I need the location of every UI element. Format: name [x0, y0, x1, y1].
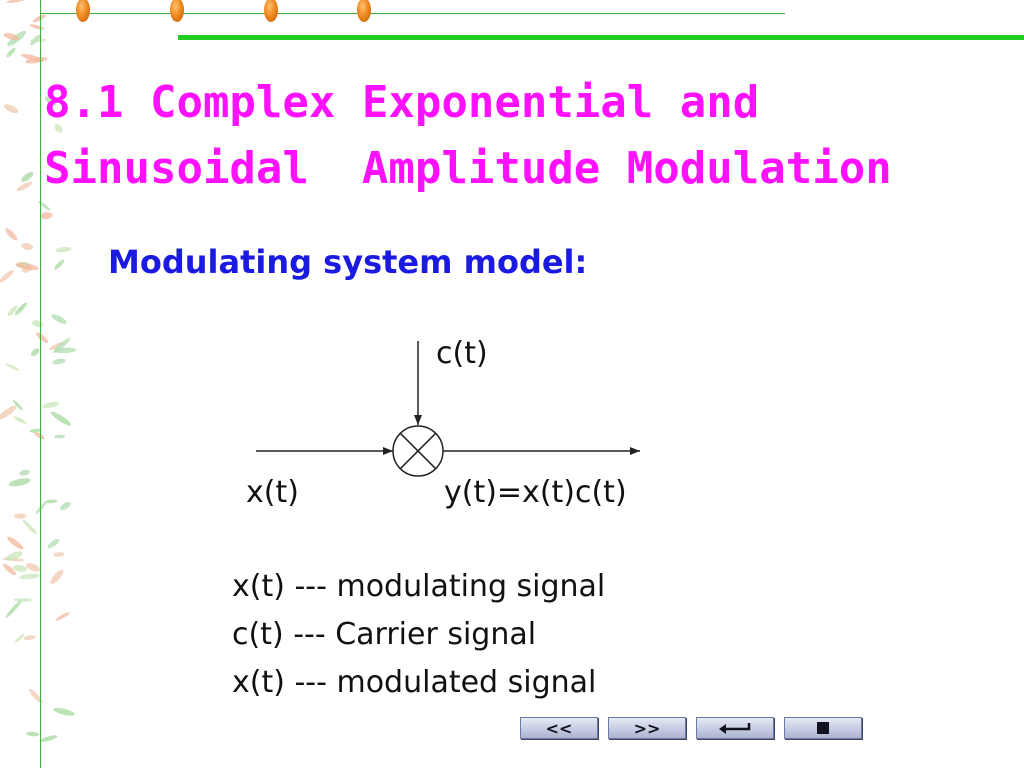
slide-nav-bar: << >>: [520, 717, 862, 739]
title-line-1: 8.1 Complex Exponential and: [44, 77, 760, 128]
leaf-shape: [51, 314, 67, 325]
top-accent-bar: [178, 35, 1024, 40]
leaf-shape: [12, 400, 24, 411]
leaf-shape: [53, 338, 70, 353]
title-line-2: Sinusoidal Amplitude Modulation: [44, 143, 892, 194]
leaf-shape: [55, 246, 72, 253]
leaf-shape: [26, 563, 41, 572]
leaf-shape: [30, 348, 40, 357]
leaf-shape: [60, 501, 71, 511]
leaf-shape: [15, 633, 25, 643]
leaf-shape: [0, 270, 14, 283]
slide-subtitle: Modulating system model:: [108, 243, 588, 281]
leaf-shape: [5, 363, 20, 371]
leaf-shape: [38, 200, 51, 211]
leaf-shape: [14, 302, 28, 316]
leaf-shape: [54, 259, 65, 270]
next-slide-button[interactable]: >>: [608, 717, 686, 739]
stop-button[interactable]: [784, 717, 862, 739]
leaf-shape: [35, 501, 47, 515]
leaf-shape: [50, 569, 64, 584]
leaf-shape: [32, 14, 46, 23]
leaf-pattern-graphic: [0, 0, 77, 742]
leaf-shape: [5, 600, 22, 618]
leaf-shape: [53, 552, 65, 557]
definition-item: x(t) --- modulated signal: [232, 665, 597, 700]
leaf-shape: [42, 401, 60, 409]
output-label: y(t)=x(t)c(t): [444, 475, 627, 510]
multiplier-icon: [392, 425, 444, 477]
leaf-shape: [44, 96, 57, 106]
orange-bead-icon: [76, 0, 90, 22]
leaf-shape: [14, 513, 27, 519]
leaf-shape: [16, 181, 33, 192]
leaf-shape: [21, 243, 34, 250]
leaf-shape: [54, 434, 66, 439]
leaf-shape: [5, 551, 23, 561]
leaf-shape: [40, 212, 53, 220]
leaf-shape: [29, 688, 43, 704]
leaf-shape: [54, 124, 63, 133]
leaf-shape: [12, 564, 28, 572]
stop-square-icon: [817, 722, 829, 734]
prev-slide-button[interactable]: <<: [520, 717, 598, 739]
definitions-list: x(t) --- modulating signal c(t) --- Carr…: [232, 563, 605, 707]
orange-bead-icon: [170, 0, 184, 22]
leaf-shape: [21, 172, 34, 182]
leaf-shape: [13, 598, 33, 602]
carrier-label: c(t): [436, 336, 488, 371]
leaf-shape: [6, 0, 26, 4]
leaf-shape: [45, 499, 58, 504]
leaf-shape: [36, 332, 48, 343]
leaf-shape: [26, 731, 39, 737]
leaf-shape: [55, 612, 70, 621]
leaf-shape: [19, 573, 40, 580]
leaf-shape: [23, 635, 36, 640]
slide-title: 8.1 Complex Exponential and Sinusoidal A…: [44, 70, 892, 202]
top-thin-line: [40, 13, 785, 14]
leaf-shape: [7, 536, 24, 550]
left-border-line: [40, 0, 41, 768]
leaf-shape: [30, 38, 47, 43]
input-label: x(t): [246, 475, 299, 510]
leaf-shape: [50, 411, 71, 426]
leaf-shape: [47, 538, 60, 549]
return-button[interactable]: [696, 717, 774, 739]
leaf-shape: [15, 262, 39, 271]
leaf-shape: [0, 405, 17, 420]
leaf-shape: [8, 478, 31, 487]
leaf-shape: [34, 431, 45, 440]
leaf-shape: [6, 47, 16, 58]
orange-bead-icon: [264, 0, 278, 22]
left-leaf-pattern: [0, 0, 80, 768]
leaf-shape: [29, 428, 42, 433]
definition-item: c(t) --- Carrier signal: [232, 617, 537, 652]
leaf-shape: [3, 563, 17, 576]
leaf-shape: [20, 53, 44, 62]
leaf-shape: [39, 735, 58, 742]
leaf-shape: [53, 707, 75, 716]
leaf-shape: [52, 358, 66, 365]
leaf-shape: [7, 305, 18, 317]
return-arrow-icon: [719, 723, 751, 734]
leaf-shape: [19, 469, 30, 476]
leaf-shape: [22, 519, 37, 535]
leaf-shape: [13, 416, 27, 424]
orange-bead-icon: [357, 0, 371, 22]
definition-item: x(t) --- modulating signal: [232, 569, 606, 604]
leaf-shape: [5, 228, 18, 241]
leaf-shape: [3, 33, 20, 41]
leaf-shape: [4, 104, 19, 114]
